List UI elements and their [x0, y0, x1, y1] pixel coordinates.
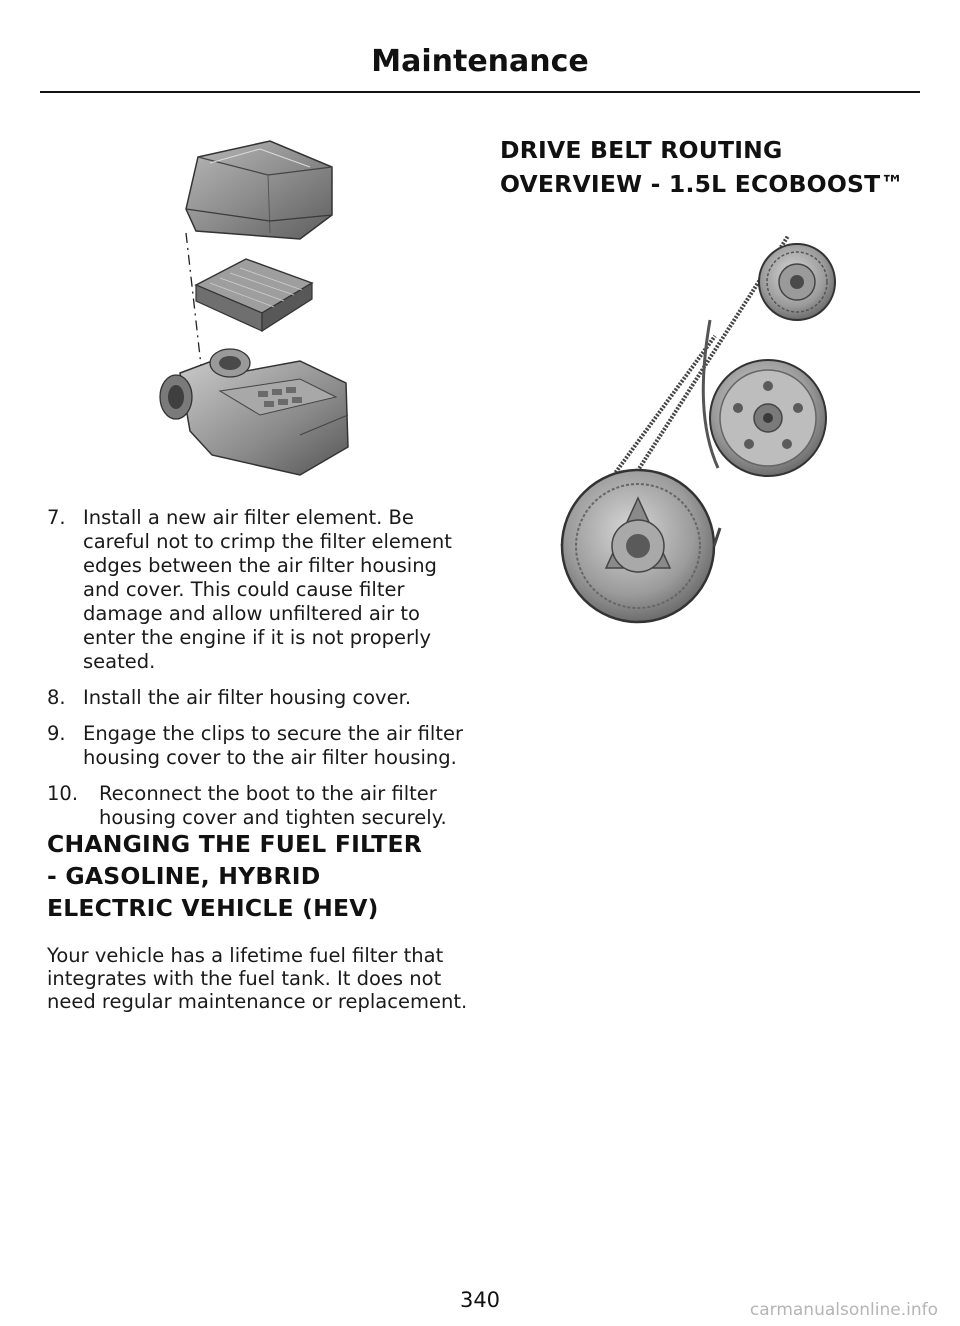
- heading-line: DRIVE BELT ROUTING: [500, 136, 783, 164]
- step-7: 7. Install a new air filter element. Be …: [47, 506, 467, 674]
- fuel-filter-heading: CHANGING THE FUEL FILTER - GASOLINE, HYB…: [47, 828, 467, 924]
- paragraph-line: integrates with the fuel tank. It does n…: [47, 967, 442, 990]
- step-number: 9.: [47, 722, 66, 745]
- step-text: Install the air filter housing cover.: [83, 686, 412, 709]
- paragraph-line: need regular maintenance or replacement.: [47, 990, 468, 1013]
- header-divider: [40, 91, 920, 93]
- drive-belt-illustration: [550, 228, 890, 658]
- page-title: Maintenance: [371, 44, 589, 79]
- page-number: 340: [459, 1288, 501, 1312]
- fuel-filter-paragraph: Your vehicle has a lifetime fuel filter …: [47, 944, 477, 1013]
- paragraph-line: Your vehicle has a lifetime fuel filter …: [47, 944, 444, 967]
- heading-line: - GASOLINE, HYBRID: [47, 862, 321, 890]
- step-8: 8. Install the air filter housing cover.: [47, 686, 467, 710]
- watermark: carmanualsonline.info: [749, 1300, 938, 1320]
- drive-belt-heading: DRIVE BELT ROUTING OVERVIEW - 1.5L ECOBO…: [500, 134, 930, 200]
- installation-steps: 7. Install a new air filter element. Be …: [47, 506, 467, 842]
- step-9: 9. Engage the clips to secure the air fi…: [47, 722, 467, 770]
- step-number: 8.: [47, 686, 66, 709]
- step-10: 10. Reconnect the boot to the air filter…: [47, 782, 467, 830]
- air-filter-illustration: [150, 135, 365, 485]
- heading-line: CHANGING THE FUEL FILTER: [47, 830, 423, 858]
- heading-line: OVERVIEW - 1.5L ECOBOOST™: [500, 170, 905, 198]
- step-number: 10.: [47, 782, 79, 805]
- step-number: 7.: [47, 506, 66, 529]
- step-text: Install a new air filter element. Be car…: [83, 506, 452, 673]
- heading-line: ELECTRIC VEHICLE (HEV): [47, 894, 379, 922]
- step-text: Engage the clips to secure the air filte…: [83, 722, 464, 769]
- step-text: Reconnect the boot to the air filter hou…: [99, 782, 447, 829]
